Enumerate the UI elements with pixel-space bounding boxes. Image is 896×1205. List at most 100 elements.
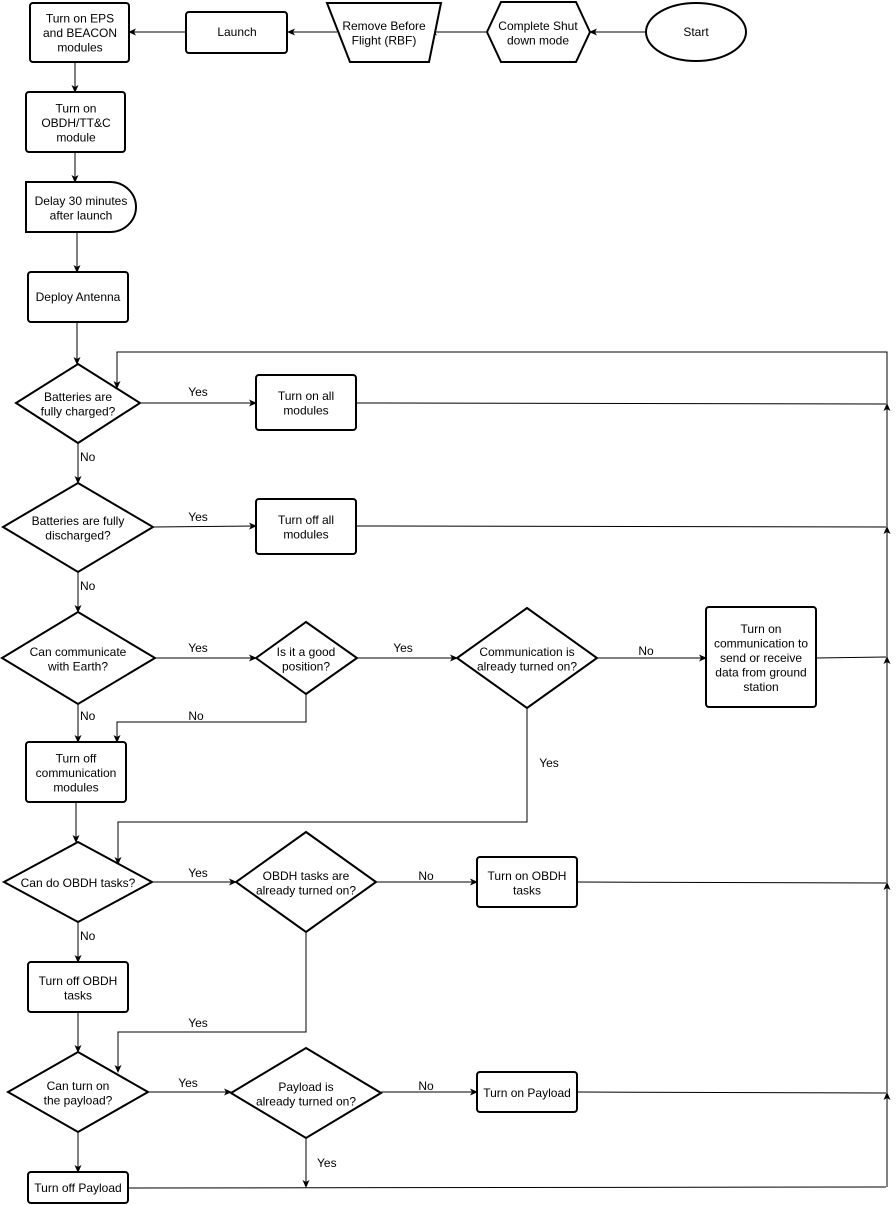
- deploy-antenna-node[interactable]: Deploy Antenna: [27, 271, 129, 323]
- edge-labels: Yes No Yes No Yes Yes No No No Yes Yes N…: [80, 385, 654, 1170]
- turn-off-payload-label: Turn off Payload: [34, 1181, 121, 1195]
- edge-alloff-bus: [355, 525, 887, 528]
- label-cancomm-yes: Yes: [188, 641, 208, 655]
- node-label-line: Batteries are: [44, 390, 112, 404]
- node-label-line: Turn on all: [278, 389, 334, 403]
- node-label-line: send or receive: [720, 651, 802, 665]
- node-label-line: modules: [57, 41, 102, 55]
- node-label-line: modules: [283, 403, 328, 417]
- node-label-line: module: [56, 131, 96, 145]
- node-label-line: already turned on?: [256, 1094, 356, 1108]
- node-label-line: Batteries are fully: [32, 514, 125, 528]
- node-label-line: tasks: [64, 988, 92, 1002]
- deploy-antenna-label: Deploy Antenna: [36, 290, 121, 304]
- can-do-obdh-decision[interactable]: Can do OBDH tasks?: [1, 840, 155, 924]
- node-label-line: Turn on Payload: [483, 1086, 571, 1100]
- node-label-line: Turn on EPS: [46, 12, 114, 26]
- edge-allon-bus: [355, 402, 887, 405]
- node-label-line: Launch: [217, 25, 256, 39]
- node-label-line: OBDH/TT&C: [41, 116, 111, 130]
- turn-off-payload-node[interactable]: Turn off Payload: [27, 1171, 129, 1204]
- edge-obdhq-yes: [114, 932, 307, 1073]
- node-label-line: Communication is: [479, 645, 574, 659]
- node-label-line: data from ground: [715, 666, 806, 680]
- turn-on-payload-label: Turn on Payload: [483, 1086, 571, 1100]
- node-label-line: Turn off OBDH: [39, 974, 118, 988]
- edge-commq-yes: [114, 708, 528, 865]
- node-label-line: Turn off: [56, 752, 97, 766]
- label-canobdh-yes: Yes: [188, 866, 208, 880]
- edge-goodpos-no: [113, 694, 307, 743]
- node-label-line: with Earth?: [47, 659, 108, 673]
- label-commq-no: No: [638, 644, 654, 658]
- node-label-line: already turned on?: [477, 659, 577, 673]
- node-label-line: position?: [282, 659, 330, 673]
- label-payloadq-yes: Yes: [317, 1156, 337, 1170]
- edge-discharged-yes: [152, 522, 257, 530]
- edge-loop-top: [113, 351, 888, 404]
- node-label-line: Is it a good: [277, 645, 336, 659]
- label-commq-yes: Yes: [539, 756, 559, 770]
- node-label-line: down mode: [507, 33, 569, 47]
- node-label-line: communication: [36, 766, 117, 780]
- launch-node[interactable]: Launch: [185, 11, 288, 54]
- label-obdhq-no: No: [418, 869, 434, 883]
- label-canobdh-no: No: [80, 929, 96, 943]
- node-label-line: Complete Shut: [498, 19, 578, 33]
- label-cancomm-no: No: [80, 709, 96, 723]
- node-label-line: discharged?: [45, 528, 111, 542]
- can-do-obdh-label: Can do OBDH tasks?: [21, 876, 136, 890]
- node-label-line: Turn off all: [278, 513, 334, 527]
- label-charged-yes: Yes: [188, 385, 208, 399]
- edge-payloadon-bus: [576, 1091, 887, 1094]
- node-label-line: Flight (RBF): [352, 33, 417, 47]
- launch-label: Launch: [217, 25, 256, 39]
- node-label-line: Can communicate: [30, 645, 127, 659]
- edge-payloadoff-bus: [127, 1186, 887, 1189]
- node-label-line: Delay 30 minutes: [35, 194, 128, 208]
- node-label-line: Can turn on: [47, 1079, 110, 1093]
- node-label-line: Remove Before: [342, 19, 426, 33]
- node-label-line: Turn on: [56, 102, 97, 116]
- edge-common-bus: [815, 656, 887, 659]
- edge-obdhon-bus: [576, 881, 887, 884]
- node-label-line: communication to: [714, 637, 808, 651]
- label-charged-no: No: [80, 450, 96, 464]
- node-label-line: modules: [283, 527, 328, 541]
- label-discharged-yes: Yes: [188, 510, 208, 524]
- connectors: [71, 28, 891, 1189]
- turn-on-payload-node[interactable]: Turn on Payload: [476, 1071, 578, 1113]
- start-node[interactable]: Start: [645, 2, 747, 62]
